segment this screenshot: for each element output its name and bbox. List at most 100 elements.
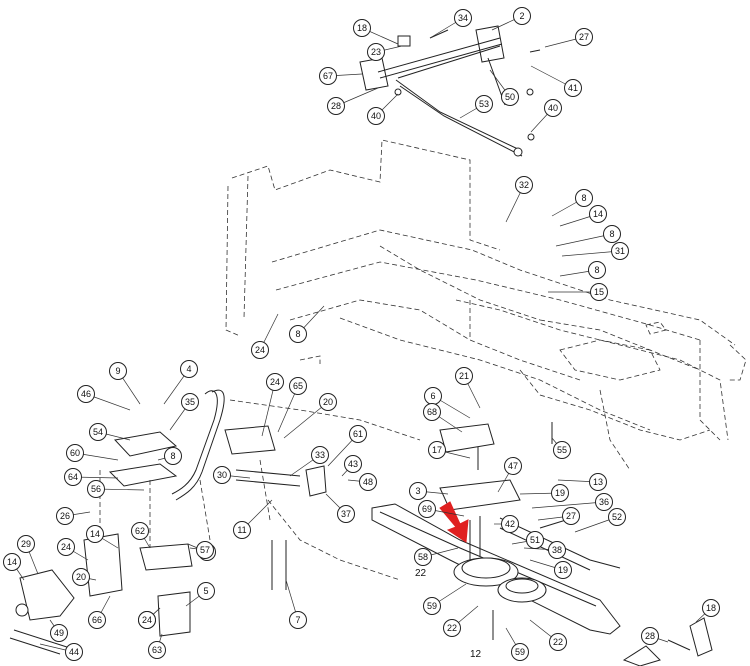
callout-number: 6 — [430, 391, 435, 401]
callout-number: 41 — [568, 83, 578, 93]
callout-38: 38 — [548, 541, 566, 559]
callout-number: 53 — [479, 99, 489, 109]
callout-31: 31 — [611, 242, 629, 260]
callout-number: 42 — [505, 519, 515, 529]
callout-number: 14 — [593, 209, 603, 219]
callout-number: 38 — [552, 545, 562, 555]
callout-4: 4 — [180, 360, 198, 378]
callout-54: 54 — [89, 423, 107, 441]
callout-circle — [180, 360, 198, 378]
callout-circle — [251, 341, 269, 359]
callout-number: 67 — [323, 71, 333, 81]
callout-number: 32 — [519, 180, 529, 190]
plain-part-label: 22 — [415, 568, 427, 579]
callout-24: 24 — [251, 341, 269, 359]
callout-number: 13 — [593, 477, 603, 487]
callout-number: 24 — [255, 345, 265, 355]
callout-number: 22 — [447, 623, 457, 633]
callout-number: 8 — [295, 329, 300, 339]
callout-number: 27 — [566, 511, 576, 521]
callout-circle — [311, 446, 329, 464]
callout-number: 37 — [341, 509, 351, 519]
callout-circle — [551, 484, 569, 502]
callout-36: 36 — [595, 493, 613, 511]
callout-number: 51 — [530, 535, 540, 545]
callout-circle — [88, 611, 106, 629]
callout-50: 50 — [501, 88, 519, 106]
callout-13: 13 — [589, 473, 607, 491]
callout-circle — [64, 468, 82, 486]
callout-number: 34 — [458, 13, 468, 23]
callout-44: 44 — [65, 643, 83, 661]
callout-number: 65 — [293, 381, 303, 391]
callout-circle — [553, 441, 571, 459]
callout-11: 11 — [233, 521, 251, 539]
callout-30: 30 — [213, 466, 231, 484]
callout-circle — [289, 325, 307, 343]
callout-circle — [608, 508, 626, 526]
callout-circle — [367, 107, 385, 125]
callout-18: 18 — [353, 19, 371, 37]
callout-circle — [289, 377, 307, 395]
callout-19: 19 — [551, 484, 569, 502]
callout-circle — [359, 473, 377, 491]
callout-circle — [349, 425, 367, 443]
callout-number: 14 — [90, 529, 100, 539]
callout-20: 20 — [319, 393, 337, 411]
callout-40: 40 — [367, 107, 385, 125]
callout-number: 54 — [93, 427, 103, 437]
callout-55: 55 — [553, 441, 571, 459]
callout-number: 40 — [371, 111, 381, 121]
callout-number: 29 — [21, 539, 31, 549]
callout-56: 56 — [87, 480, 105, 498]
callout-circle — [501, 515, 519, 533]
callout-23: 23 — [367, 43, 385, 61]
callout-53: 53 — [475, 95, 493, 113]
callout-circle — [611, 242, 629, 260]
callout-number: 69 — [422, 504, 432, 514]
right-bottom-parts — [622, 617, 713, 666]
callout-51: 51 — [526, 531, 544, 549]
callout-15: 15 — [590, 283, 608, 301]
callout-number: 17 — [432, 445, 442, 455]
callout-number: 24 — [61, 542, 71, 552]
callout-number: 44 — [69, 647, 79, 657]
callout-number: 2 — [519, 11, 524, 21]
callout-circle — [414, 548, 432, 566]
callout-circle — [603, 225, 621, 243]
callout-59: 59 — [423, 597, 441, 615]
callout-24: 24 — [138, 611, 156, 629]
callout-circle — [57, 538, 75, 556]
callout-60: 60 — [66, 444, 84, 462]
callout-59: 59 — [511, 643, 529, 661]
callout-circle — [344, 455, 362, 473]
callout-number: 60 — [70, 448, 80, 458]
callout-circle — [65, 643, 83, 661]
callout-circle — [544, 99, 562, 117]
callout-46: 46 — [77, 385, 95, 403]
callout-number: 40 — [548, 103, 558, 113]
callout-circle — [89, 423, 107, 441]
left-brackets — [9, 389, 276, 655]
callout-number: 19 — [558, 565, 568, 575]
callout-number: 56 — [91, 484, 101, 494]
callout-circle — [353, 19, 371, 37]
callout-circle — [266, 373, 284, 391]
callout-number: 8 — [609, 229, 614, 239]
callout-circle — [589, 473, 607, 491]
callout-20: 20 — [72, 568, 90, 586]
callout-number: 24 — [142, 615, 152, 625]
callout-number: 8 — [581, 193, 586, 203]
callout-57: 57 — [196, 541, 214, 559]
callout-17: 17 — [428, 441, 446, 459]
callout-circle — [138, 611, 156, 629]
callout-circle — [423, 403, 441, 421]
callout-37: 37 — [337, 505, 355, 523]
callout-circle — [501, 88, 519, 106]
callout-number: 59 — [515, 647, 525, 657]
callout-number: 5 — [203, 586, 208, 596]
callout-52: 52 — [608, 508, 626, 526]
callout-number: 64 — [68, 472, 78, 482]
callout-circle — [549, 633, 567, 651]
